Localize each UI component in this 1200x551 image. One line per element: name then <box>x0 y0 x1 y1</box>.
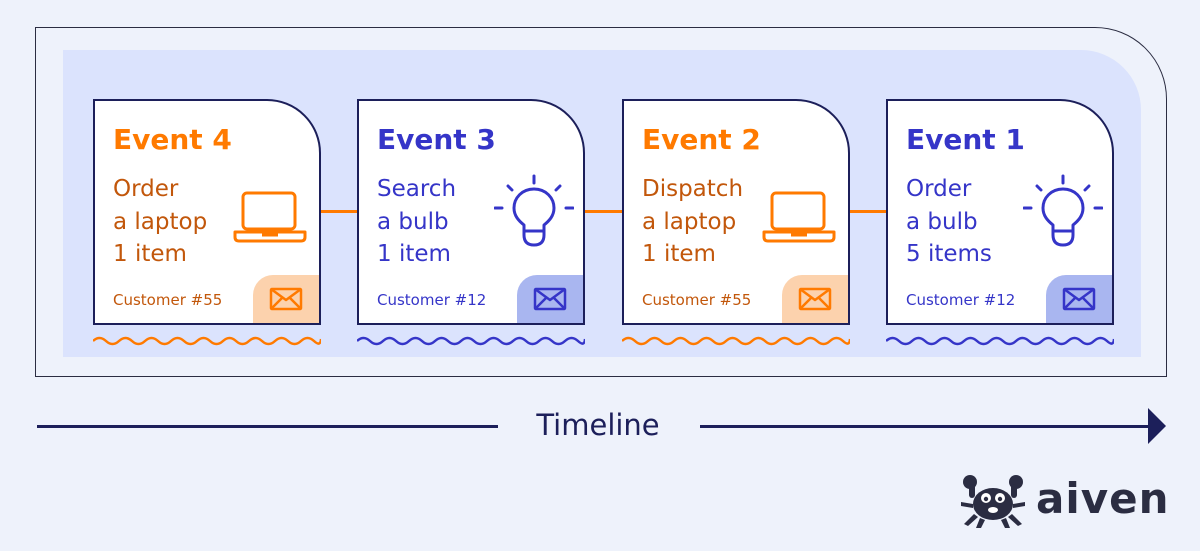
laptop-icon <box>759 173 839 253</box>
timeline-line <box>700 425 1152 428</box>
message-tab <box>782 275 848 323</box>
event-card: Event 4 Order a laptop 1 item Customer #… <box>93 99 321 325</box>
event-description: Dispatch a laptop 1 item <box>642 173 743 271</box>
event-line: a laptop <box>642 208 737 235</box>
customer-label: Customer #55 <box>642 291 752 309</box>
event-title: Event 1 <box>906 123 1025 156</box>
event-description: Order a bulb 5 items <box>906 173 992 271</box>
crab-mascot-icon <box>961 475 1025 528</box>
event-line: a laptop <box>113 208 208 235</box>
aiven-logo: aiven <box>958 470 1170 530</box>
timeline-line <box>37 425 498 428</box>
event-description: Order a laptop 1 item <box>113 173 207 271</box>
laptop-icon <box>230 173 310 253</box>
connector-line <box>320 210 358 213</box>
event-line: Dispatch <box>642 176 744 202</box>
event-line: Order <box>906 176 972 202</box>
event-description: Search a bulb 1 item <box>377 173 456 271</box>
envelope-icon <box>1062 287 1096 311</box>
event-line: Search <box>377 176 457 202</box>
envelope-icon <box>798 287 832 311</box>
event-title: Event 3 <box>377 123 496 156</box>
wave-underline <box>622 336 850 346</box>
message-tab <box>1046 275 1112 323</box>
event-line: 5 items <box>906 241 992 267</box>
logo-wordmark: aiven <box>1036 474 1170 523</box>
event-line: 1 item <box>642 241 716 267</box>
event-title: Event 4 <box>113 123 232 156</box>
event-line: Order <box>113 176 179 202</box>
customer-label: Customer #55 <box>113 291 223 309</box>
customer-label: Customer #12 <box>906 291 1016 309</box>
customer-label: Customer #12 <box>377 291 487 309</box>
lightbulb-icon <box>493 173 575 253</box>
event-line: a bulb <box>906 208 978 235</box>
wave-underline <box>886 336 1114 346</box>
wave-underline <box>93 336 321 346</box>
event-line: a bulb <box>377 208 449 235</box>
lightbulb-icon <box>1022 173 1104 253</box>
event-card: Event 1 Order a bulb 5 items Customer #1… <box>886 99 1114 325</box>
connector-line <box>584 210 622 213</box>
event-title: Event 2 <box>642 123 761 156</box>
event-line: 1 item <box>113 241 187 267</box>
event-line: 1 item <box>377 241 451 267</box>
envelope-icon <box>269 287 303 311</box>
message-tab <box>253 275 319 323</box>
arrow-right-icon <box>1148 408 1166 444</box>
envelope-icon <box>533 287 567 311</box>
wave-underline <box>357 336 585 346</box>
message-tab <box>517 275 583 323</box>
timeline-label: Timeline <box>536 408 660 442</box>
event-card: Event 3 Search a bulb 1 item Customer #1… <box>357 99 585 325</box>
connector-line <box>849 210 887 213</box>
event-card: Event 2 Dispatch a laptop 1 item Custome… <box>622 99 850 325</box>
